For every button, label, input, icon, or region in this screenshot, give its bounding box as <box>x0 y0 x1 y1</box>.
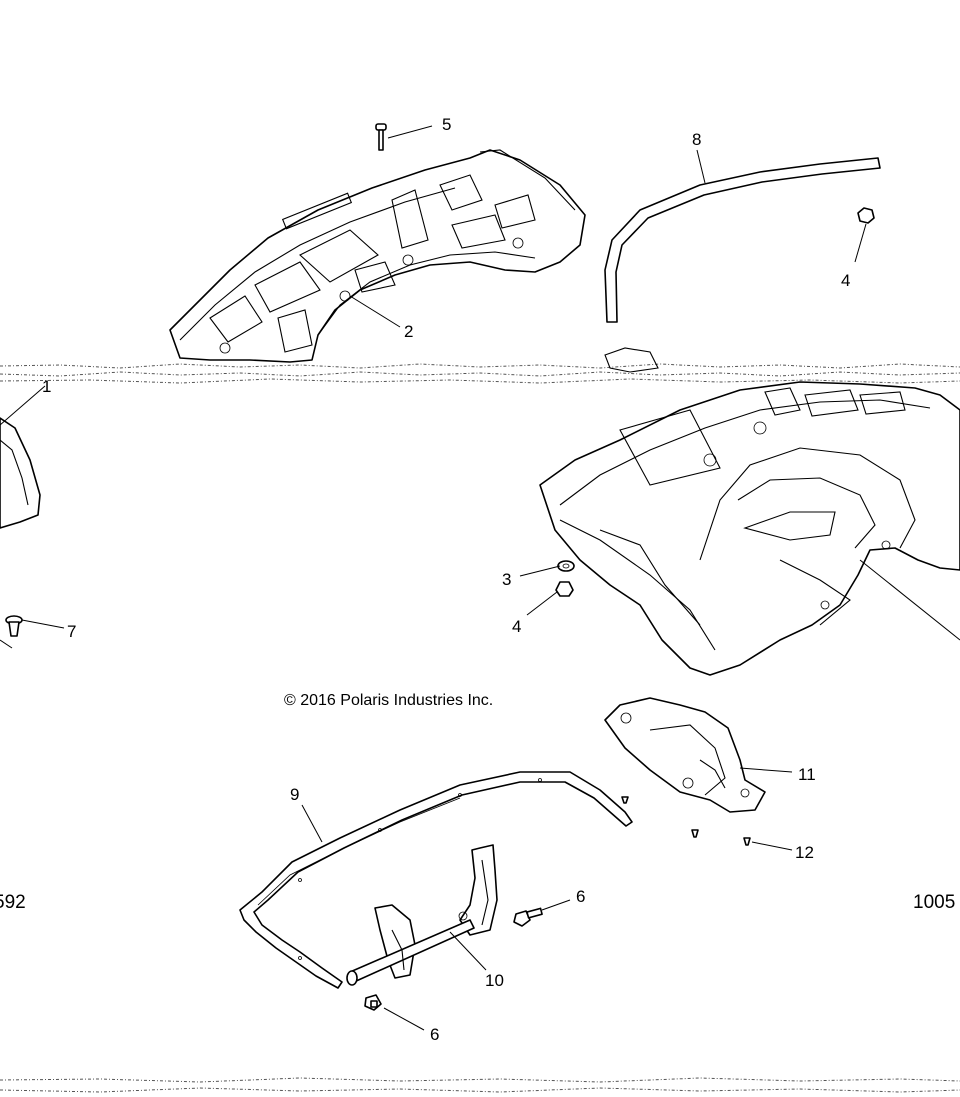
callout-1: 1 <box>42 377 51 396</box>
callout-4-upper: 4 <box>841 271 850 290</box>
rail-part-9 <box>239 771 633 989</box>
callout-3: 3 <box>502 570 511 589</box>
callout-9: 9 <box>290 785 299 804</box>
callout-labels: 1 2 3 4 4 5 6 6 7 8 9 10 11 12 <box>42 115 850 1044</box>
push-rivet-part-7 <box>5 615 23 637</box>
rack-panel-part-2 <box>169 149 586 363</box>
callout-10: 10 <box>485 971 504 990</box>
heat-shield-part-11 <box>604 697 766 813</box>
callout-11: 11 <box>798 765 816 784</box>
washer-part-3 <box>557 560 575 572</box>
bolt-part-5 <box>375 123 387 151</box>
screw-part-12-right <box>743 837 751 846</box>
callout-2: 2 <box>404 322 413 341</box>
callout-5: 5 <box>442 115 451 134</box>
callout-12: 12 <box>795 843 814 862</box>
screw-part-12-left <box>691 829 699 838</box>
callout-6-lower: 6 <box>430 1025 439 1044</box>
copyright-notice: © 2016 Polaris Industries Inc. <box>284 692 493 709</box>
screw-upper <box>621 796 629 804</box>
bolt-part-6-right <box>513 907 543 927</box>
bottom-break <box>0 1077 960 1093</box>
callout-4-lower: 4 <box>512 617 521 636</box>
figure-code-right: 1005 <box>913 892 955 913</box>
rear-fender-assembly <box>539 347 960 676</box>
bracket-part-10 <box>346 844 498 986</box>
bar-part-8 <box>604 157 881 323</box>
bolt-part-6-lower <box>364 994 382 1011</box>
section-break <box>0 363 960 384</box>
nut-part-4-upper <box>857 207 875 224</box>
leader-lines <box>0 125 960 1031</box>
nut-part-4-lower <box>555 581 574 597</box>
callout-8: 8 <box>692 130 701 149</box>
fender-part-1-partial <box>0 417 41 529</box>
figure-code-left: 592 <box>0 892 26 913</box>
callout-7: 7 <box>67 622 76 641</box>
callout-6-right: 6 <box>576 887 585 906</box>
